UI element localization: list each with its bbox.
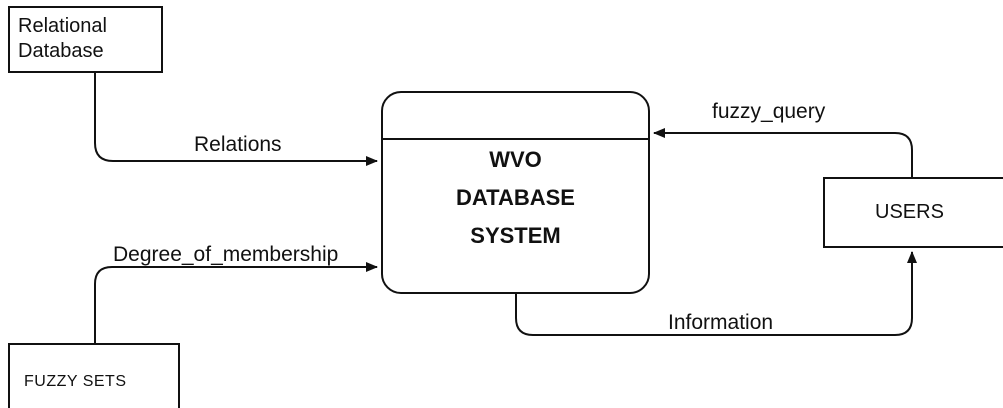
- users-label: USERS: [875, 201, 944, 223]
- wvo-database-system-process: WVO DATABASE SYSTEM: [381, 91, 650, 294]
- relational-database-entity: Relational Database: [8, 6, 163, 73]
- fuzzy-sets-entity: FUZZY SETS: [8, 343, 180, 408]
- flow-degree-line: [94, 262, 378, 343]
- process-title: WVO DATABASE SYSTEM: [383, 141, 648, 255]
- process-title-line1: WVO: [489, 147, 542, 172]
- relational-database-label-line2: Database: [18, 40, 104, 62]
- relational-database-label-line1: Relational: [18, 15, 107, 37]
- flow-information-line: [515, 251, 917, 336]
- flow-label-information: Information: [668, 311, 774, 334]
- flow-relations-line: [94, 73, 378, 166]
- process-title-line2: DATABASE: [456, 185, 575, 210]
- flow-fuzzy-query-line: [653, 128, 913, 177]
- flow-label-relations: Relations: [194, 133, 282, 156]
- flow-label-degree-of-membership: Degree_of_membership: [113, 243, 339, 266]
- process-title-line3: SYSTEM: [470, 223, 561, 248]
- users-entity: USERS: [823, 177, 1003, 248]
- flow-label-fuzzy-query: fuzzy_query: [712, 100, 826, 123]
- fuzzy-sets-label: FUZZY SETS: [24, 373, 127, 390]
- process-header-divider: [383, 138, 648, 140]
- relational-database-label: Relational Database: [18, 14, 107, 64]
